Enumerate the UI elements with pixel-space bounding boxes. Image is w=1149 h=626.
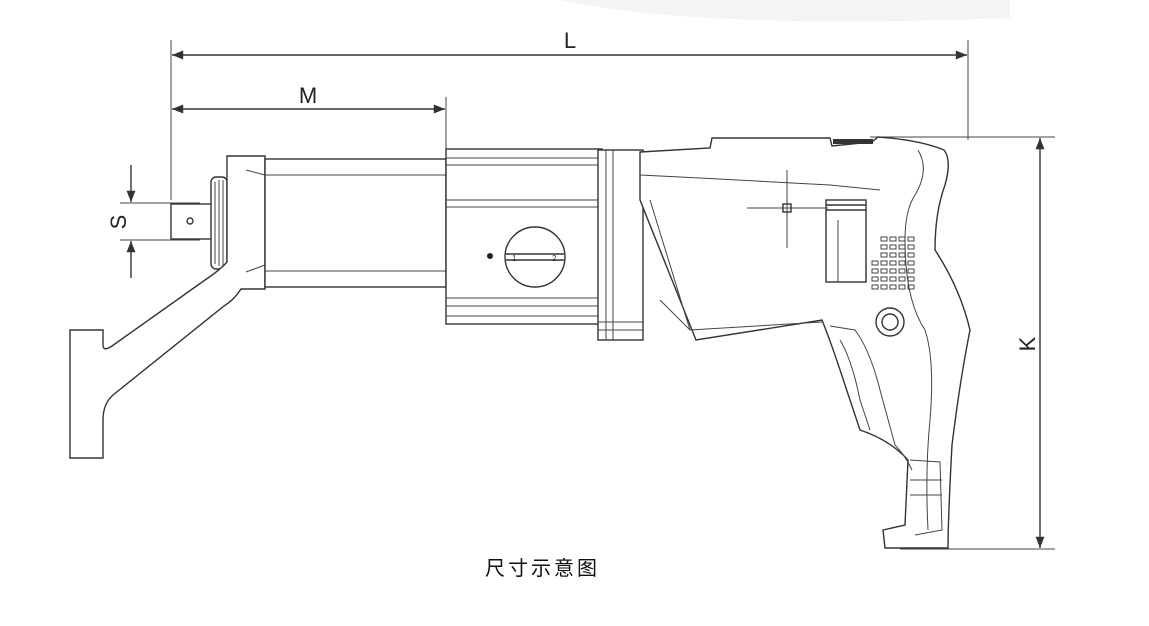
vent-slot xyxy=(871,268,879,274)
vent-slot xyxy=(880,244,888,250)
vent-slot xyxy=(898,276,906,282)
ratchet-gear xyxy=(210,176,228,270)
vent-slot xyxy=(889,276,897,282)
dimension-M: M xyxy=(172,83,447,158)
background-shade xyxy=(560,0,1010,22)
vent-slot xyxy=(898,268,906,274)
vent-slot xyxy=(889,284,897,290)
vent-slot xyxy=(871,284,879,290)
vent-slot xyxy=(871,260,879,266)
vent-slot xyxy=(889,244,897,250)
label-K: K xyxy=(1015,336,1040,351)
gearbox-housing xyxy=(264,158,447,288)
trigger-switch xyxy=(825,199,867,283)
vent-slot xyxy=(880,236,888,242)
vent-slot xyxy=(898,260,906,266)
vent-slot xyxy=(889,268,897,274)
vent-slot xyxy=(880,252,888,258)
label-S: S xyxy=(106,215,131,230)
vent-slot xyxy=(898,244,906,250)
center-crosshair xyxy=(747,170,828,248)
vent-slot xyxy=(907,284,915,290)
vent-slot xyxy=(907,260,915,266)
vent-slot xyxy=(889,252,897,258)
vent-slot xyxy=(907,244,915,250)
reaction-arm xyxy=(69,155,266,459)
vent-slot xyxy=(871,276,879,282)
label-M: M xyxy=(299,83,317,108)
vent-slot xyxy=(898,284,906,290)
handle-grip xyxy=(639,136,971,549)
collar-section xyxy=(597,149,644,341)
dimension-K: K xyxy=(870,136,1055,550)
vent-slot xyxy=(880,276,888,282)
dimension-L: L xyxy=(170,28,969,200)
vent-slot xyxy=(880,284,888,290)
lock-button xyxy=(875,307,905,337)
vent-slot xyxy=(889,260,897,266)
vent-slot xyxy=(907,276,915,282)
vent-slot xyxy=(880,260,888,266)
figure-caption: 尺寸示意图 xyxy=(485,556,600,580)
vent-slot xyxy=(880,268,888,274)
vent-slot xyxy=(907,268,915,274)
vent-slot xyxy=(898,236,906,242)
square-drive xyxy=(170,203,214,240)
label-L: L xyxy=(564,28,576,53)
dimension-S: S xyxy=(106,165,200,278)
speed-dial: 1 2 xyxy=(487,226,566,288)
dial-mark-left: 1 xyxy=(512,254,517,263)
dial-mark-right: 2 xyxy=(552,254,557,263)
vent-grille xyxy=(871,236,915,290)
vent-slot xyxy=(889,236,897,242)
vent-slot xyxy=(907,236,915,242)
vent-slot xyxy=(907,252,915,258)
top-cap xyxy=(833,139,873,144)
vent-slot xyxy=(898,252,906,258)
